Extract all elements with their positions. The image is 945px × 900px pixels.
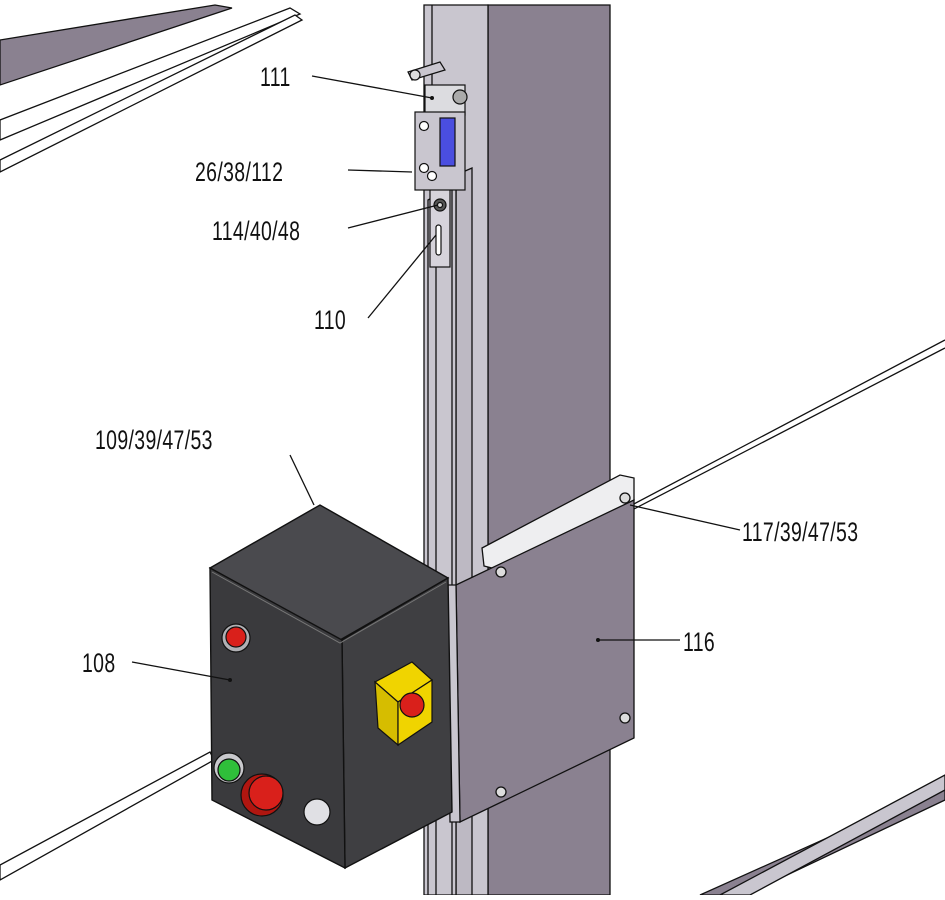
slotted-bracket [429, 171, 451, 268]
callout-111: 111 [260, 62, 291, 92]
callout-114-40-48: 114/40/48 [212, 216, 301, 246]
callout-109-39-47-53: 109/39/47/53 [95, 425, 213, 455]
leader-dots [228, 96, 600, 682]
background-rails [0, 4, 945, 896]
limit-switch [407, 61, 468, 212]
callout-117-39-47-53: 117/39/47/53 [742, 517, 859, 547]
callout-108: 108 [82, 648, 116, 678]
callout-110: 110 [314, 305, 347, 335]
callout-26-38-112: 26/38/112 [195, 157, 284, 187]
rotary-switch [373, 661, 433, 747]
control-buttons [213, 623, 331, 826]
callout-116: 116 [683, 627, 716, 657]
leader-lines [131, 75, 741, 681]
mounting-plate [445, 474, 635, 824]
